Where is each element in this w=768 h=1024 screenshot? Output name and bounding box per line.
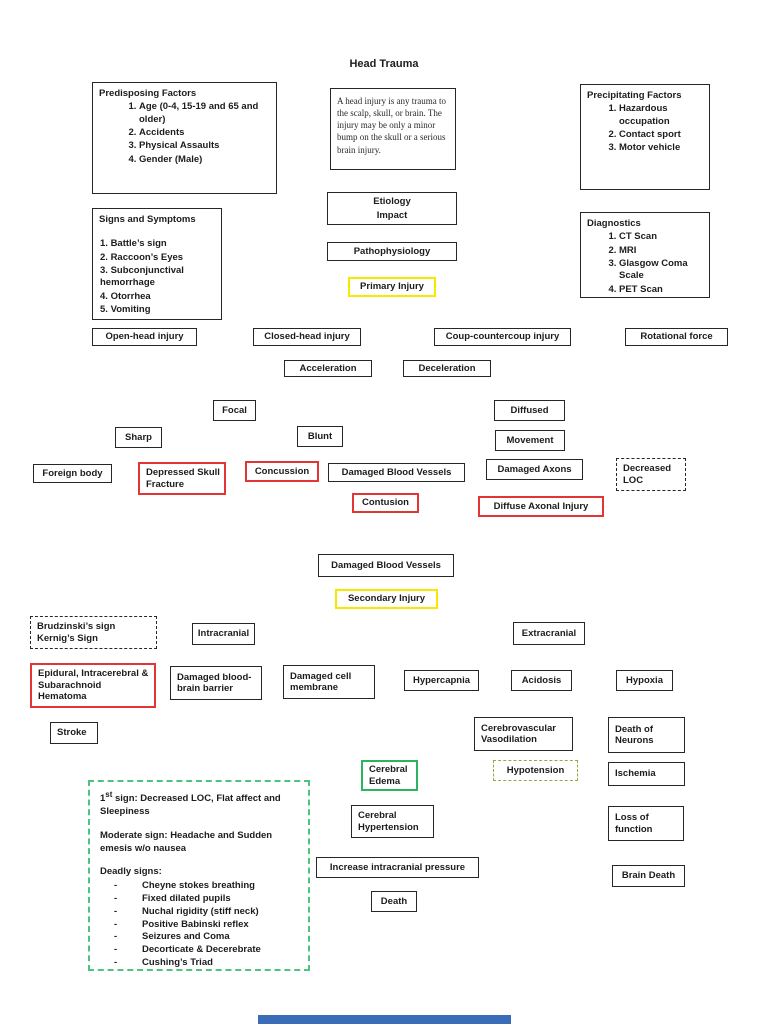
list-item: Age (0-4, 15-19 and 65 and older) xyxy=(139,101,270,126)
node-cerebral-hypertension: Cerebral Hypertension xyxy=(351,805,434,838)
list-item: Battle’s sign xyxy=(100,238,215,250)
list-item: Gender (Male) xyxy=(139,154,270,166)
node-rotational-force: Rotational force xyxy=(625,328,728,346)
node-increase-intracranial-pressure: Increase intracranial pressure xyxy=(316,857,479,878)
node-hypoxia: Hypoxia xyxy=(616,670,673,691)
node-brain-death: Brain Death xyxy=(612,865,685,887)
node-diffuse-axonal-injury: Diffuse Axonal Injury xyxy=(478,496,604,517)
predisposing-factors-panel: Predisposing Factors Age (0-4, 15-19 and… xyxy=(92,82,277,194)
list-item: Glasgow Coma Scale xyxy=(619,258,703,283)
precipitating-factors-title: Precipitating Factors xyxy=(587,90,682,101)
node-death: Death xyxy=(371,891,417,912)
list-item: Seizures and Coma xyxy=(112,931,298,944)
list-item: Otorrhea xyxy=(100,291,215,303)
node-focal: Focal xyxy=(213,400,256,421)
node-damaged-blood-vessels-secondary: Damaged Blood Vessels xyxy=(318,554,454,577)
list-item: Contact sport xyxy=(619,129,703,141)
node-cerebrovascular-vasodilation: Cerebrovascular Vasodilation xyxy=(474,717,573,751)
node-closed-head-injury: Closed-head injury xyxy=(253,328,361,346)
node-deceleration: Deceleration xyxy=(403,360,491,377)
list-item: Vomiting xyxy=(100,304,215,316)
node-damaged-axons: Damaged Axons xyxy=(486,459,583,480)
list-item: Hazardous occupation xyxy=(619,103,703,128)
list-item: Nuchal rigidity (stiff neck) xyxy=(112,906,298,919)
signs-symptoms-list: Battle’s sign Raccoon’s Eyes Subconjunct… xyxy=(99,238,215,316)
node-contusion: Contusion xyxy=(352,493,419,513)
node-secondary-injury: Secondary Injury xyxy=(335,589,438,609)
list-item: Physical Assaults xyxy=(139,140,270,152)
node-blunt: Blunt xyxy=(297,426,343,447)
node-acceleration: Acceleration xyxy=(284,360,372,377)
node-open-head-injury: Open-head injury xyxy=(92,328,197,346)
signs-symptoms-title: Signs and Symptoms xyxy=(99,214,196,225)
node-acidosis: Acidosis xyxy=(511,670,572,691)
diagnostics-title: Diagnostics xyxy=(587,218,641,229)
diagnostics-panel: Diagnostics CT Scan MRI Glasgow Coma Sca… xyxy=(580,212,710,298)
ordinal-suffix: st xyxy=(105,790,113,799)
list-item: Cushing’s Triad xyxy=(112,957,298,970)
moderate-sign-line: Moderate sign: Headache and Sudden emesi… xyxy=(100,829,273,854)
node-movement: Movement xyxy=(495,430,565,451)
kernig-sign-label: Kernig’s Sign xyxy=(37,632,98,644)
node-primary-injury: Primary Injury xyxy=(348,277,436,297)
precipitating-factors-panel: Precipitating Factors Hazardous occupati… xyxy=(580,84,710,190)
node-stroke: Stroke xyxy=(50,722,98,744)
node-coup-countercoup-injury: Coup-countercoup injury xyxy=(434,328,571,346)
node-hematoma: Epidural, Intracerebral & Subarachnoid H… xyxy=(30,663,156,708)
list-item: Raccoon’s Eyes xyxy=(100,252,215,264)
node-damaged-blood-vessels-primary: Damaged Blood Vessels xyxy=(328,463,465,482)
etiology-title: Etiology xyxy=(373,195,411,207)
signs-symptoms-panel: Signs and Symptoms Battle’s sign Raccoon… xyxy=(92,208,222,320)
warning-signs-panel: 1st sign: Decreased LOC, Flat affect and… xyxy=(88,780,310,971)
list-item: Decorticate & Decerebrate xyxy=(112,944,298,957)
node-hypercapnia: Hypercapnia xyxy=(404,670,479,691)
node-diffused: Diffused xyxy=(494,400,565,421)
node-foreign-body: Foreign body xyxy=(33,464,112,483)
node-loss-of-function: Loss of function xyxy=(608,806,684,841)
node-depressed-skull-fracture: Depressed Skull Fracture xyxy=(138,462,226,495)
node-concussion: Concussion xyxy=(245,461,319,482)
node-decreased-loc: Decreased LOC xyxy=(616,458,686,491)
list-item: Motor vehicle xyxy=(619,142,703,154)
predisposing-factors-list: Age (0-4, 15-19 and 65 and older) Accide… xyxy=(99,101,270,166)
node-extracranial: Extracranial xyxy=(513,622,585,645)
node-damaged-blood-brain-barrier: Damaged blood-brain barrier xyxy=(170,666,262,700)
list-item: Fixed dilated pupils xyxy=(112,893,298,906)
brudzinski-sign-label: Brudzinski’s sign xyxy=(37,621,116,633)
node-sharp: Sharp xyxy=(115,427,162,448)
node-hypotension: Hypotension xyxy=(493,760,578,781)
list-item: Accidents xyxy=(139,127,270,139)
node-pathophysiology: Pathophysiology xyxy=(327,242,457,261)
list-item: Cheyne stokes breathing xyxy=(112,880,298,893)
deadly-signs-heading: Deadly signs: xyxy=(100,866,162,878)
first-sign-line: 1st sign: Decreased LOC, Flat affect and… xyxy=(100,790,281,817)
node-damaged-cell-membrane: Damaged cell membrane xyxy=(283,665,375,699)
node-brudzinski-kernig-sign: Brudzinski’s sign Kernig’s Sign xyxy=(30,616,157,649)
list-item: PET Scan xyxy=(619,284,703,296)
etiology-subtitle: Impact xyxy=(376,209,408,221)
list-item: CT Scan xyxy=(619,231,703,243)
diagnostics-list: CT Scan MRI Glasgow Coma Scale PET Scan xyxy=(587,231,703,296)
list-item: Positive Babinski reflex xyxy=(112,919,298,932)
node-cerebral-edema: Cerebral Edema xyxy=(361,760,418,791)
node-ischemia: Ischemia xyxy=(608,762,685,786)
etiology-box: Etiology Impact xyxy=(327,192,457,225)
list-item: Subconjunctival hemorrhage xyxy=(100,265,215,290)
page-progress-bar xyxy=(258,1015,511,1024)
node-intracranial: Intracranial xyxy=(192,623,255,645)
deadly-signs-list: Cheyne stokes breathing Fixed dilated pu… xyxy=(100,880,298,970)
head-injury-definition-box: A head injury is any trauma to the scalp… xyxy=(330,88,456,170)
list-item: MRI xyxy=(619,245,703,257)
predisposing-factors-title: Predisposing Factors xyxy=(99,88,197,99)
precipitating-factors-list: Hazardous occupation Contact sport Motor… xyxy=(587,103,703,154)
node-death-of-neurons: Death of Neurons xyxy=(608,717,685,753)
page-title: Head Trauma xyxy=(349,58,419,70)
